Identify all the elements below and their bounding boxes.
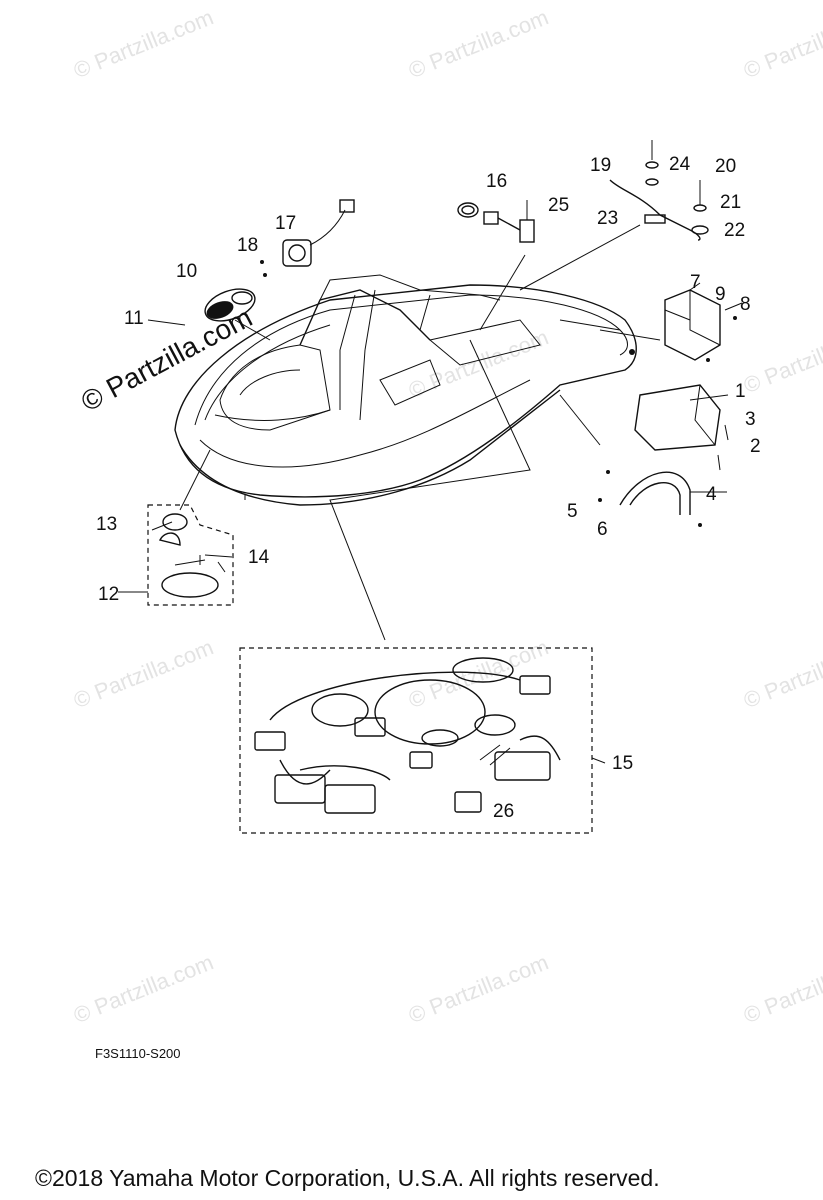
gasket-part <box>457 202 479 218</box>
cup-speaker-part <box>260 199 355 277</box>
callout-15: 15 <box>612 753 634 774</box>
callout-18: 18 <box>237 235 259 256</box>
callout-13: 13 <box>96 514 118 535</box>
callout-24: 24 <box>669 154 691 175</box>
strap-part <box>598 470 702 527</box>
callout-19: 19 <box>590 155 612 176</box>
copyright-notice: ©2018 Yamaha Motor Corporation, U.S.A. A… <box>35 1165 660 1191</box>
speaker-part <box>204 288 256 322</box>
callout-17: 17 <box>275 213 297 234</box>
callout-5: 5 <box>567 501 578 522</box>
callout-14: 14 <box>248 547 270 568</box>
detail-box-15 <box>239 647 606 834</box>
callout-25: 25 <box>548 195 570 216</box>
panel-part <box>634 384 729 471</box>
callout-16: 16 <box>486 171 508 192</box>
callout-4: 4 <box>706 484 717 505</box>
module-part <box>664 289 737 362</box>
cable-assembly-part <box>609 140 709 241</box>
callout-3: 3 <box>745 409 756 430</box>
detail-box-12 <box>147 504 234 606</box>
callout-8: 8 <box>740 294 751 315</box>
callout-26: 26 <box>493 801 515 822</box>
callout-12: 12 <box>98 584 120 605</box>
callout-7: 7 <box>690 272 701 293</box>
callout-1: 1 <box>735 381 746 402</box>
callout-leaders <box>118 282 743 593</box>
callout-10: 10 <box>176 261 198 282</box>
callout-6: 6 <box>597 519 608 540</box>
callout-22: 22 <box>724 220 746 241</box>
callout-20: 20 <box>715 156 737 177</box>
callout-2: 2 <box>750 436 761 457</box>
callout-23: 23 <box>597 208 619 229</box>
callout-9: 9 <box>715 284 726 305</box>
callout-11: 11 <box>124 308 144 329</box>
boat-hull <box>174 274 637 506</box>
sensor-part <box>483 200 535 243</box>
diagram-code: F3S1110-S200 <box>95 1046 181 1061</box>
callout-21: 21 <box>720 192 742 213</box>
leader-lines <box>179 224 661 641</box>
